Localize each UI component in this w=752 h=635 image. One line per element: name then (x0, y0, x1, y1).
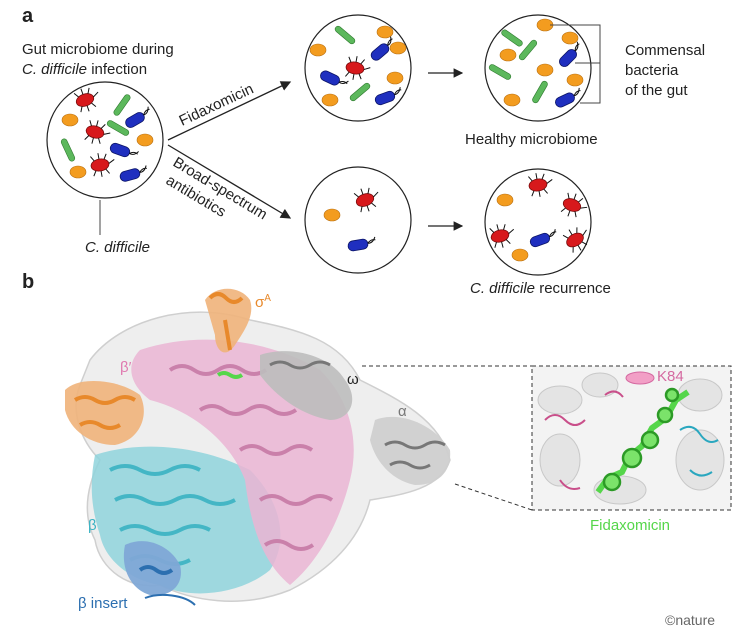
antibiotics-microbiome-circle (304, 166, 412, 274)
commensal-label-line2: bacteria (625, 62, 679, 79)
fidaxomicin-arrow-label: Fidaxomicin (177, 80, 257, 129)
beta-prime-label: β′ (120, 359, 132, 376)
omega-label: ω (347, 371, 359, 388)
panel-a-letter: a (22, 5, 34, 27)
fidaxomicin-inset-label: Fidaxomicin (590, 517, 670, 534)
healthy-microbiome-label: Healthy microbiome (465, 131, 598, 148)
fidaxomicin-arrow (167, 81, 292, 141)
recurrence-label: C. difficile recurrence (470, 280, 611, 297)
commensal-label-line1: Commensal (625, 42, 705, 59)
pathogen-label: C. difficile (85, 239, 150, 256)
infected-microbiome-circle (46, 81, 164, 199)
nature-credit: ©nature (665, 612, 715, 628)
commensal-label-line3: of the gut (625, 82, 688, 99)
k84-label: K84 (657, 368, 684, 385)
healthy-microbiome-circle (484, 14, 592, 122)
recurrence-microbiome-circle (484, 168, 595, 276)
alpha-label: α (398, 403, 407, 420)
zoom-guide-lines (362, 365, 533, 511)
fidaxomicin-binding-inset (531, 365, 732, 511)
beta-insert-label: β insert (78, 595, 128, 612)
commensal-pointer-lines (550, 24, 601, 104)
fidaxomicin-microbiome-circle (304, 14, 412, 122)
infection-label-line2: C. difficile infection (22, 61, 147, 78)
sigma-a-label: σA (255, 293, 271, 311)
antibiotics-arrow (167, 144, 292, 219)
rna-polymerase-structure (65, 288, 451, 606)
infection-label-line1: Gut microbiome during (22, 41, 174, 58)
panel-b-letter: b (22, 271, 34, 293)
beta-label: β (88, 517, 97, 534)
